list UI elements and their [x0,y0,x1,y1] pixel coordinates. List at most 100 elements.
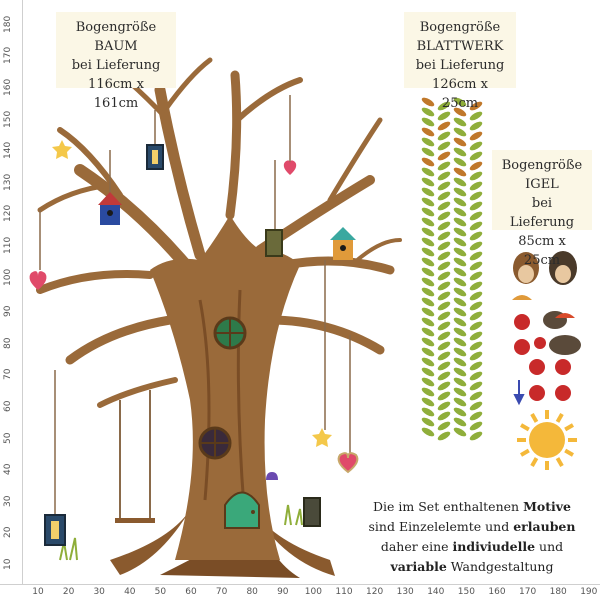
leaf-icon [421,117,435,127]
leaf-icon [453,277,467,287]
ruler-tick-label: 170 [519,587,537,597]
leaf-icon [437,361,451,371]
ruler-tick-label: 110 [335,587,353,597]
mushroom-icon [512,295,575,318]
leaf-icon [469,281,483,291]
leaf-icon [437,421,451,431]
card-size: 116cm x 161cm [88,77,144,111]
leaf-icon [437,221,451,231]
leaf-icon [421,317,435,327]
leaf-icon [469,231,483,241]
leaf-icon [421,407,435,417]
ruler-tick-label: 140 [427,587,445,597]
leaf-icon [421,127,435,137]
leaf-icon [453,257,467,267]
leaf-icon [437,171,451,181]
leaf-icon [437,161,451,171]
leaf-icon [453,347,467,357]
leaf-icon [469,101,483,111]
ruler-tick-label: 70 [215,587,228,597]
leaf-icon [469,171,483,181]
leaf-icon [469,401,483,411]
leaf-icon [453,197,467,207]
leaf-icon [421,247,435,257]
ruler-tick-label: 60 [185,587,197,597]
star-icon [52,140,332,447]
leaf-icon [421,167,435,177]
leaf-icon [453,137,467,147]
leaf-icon [453,177,467,187]
leaf-icon [469,121,483,131]
leaf-icon [469,131,483,141]
leaf-icon [469,201,483,211]
ruler-tick-label: 50 [154,587,167,597]
sun-ray [564,423,574,432]
motive-text: Die im Set enthaltenen [373,499,524,514]
ruler-tick-label: 130 [396,587,414,597]
leaf-icon [437,261,451,271]
leaf-icon [421,277,435,287]
leaf-icon [469,351,483,361]
leaf-icon [469,141,483,151]
card-line: bei Lieferung [415,58,505,73]
lantern-icon [303,497,321,527]
leaf-icon [453,117,467,127]
leaf-icon [453,397,467,407]
leaf-icon [453,287,467,297]
leaf-icon [437,391,451,401]
leaf-icon [437,211,451,221]
leaf-icon [453,387,467,397]
swing-icon [115,390,155,523]
leaf-icon [421,197,435,207]
leaf-icon [421,427,435,437]
leaf-icon [421,347,435,357]
leaf-icon [453,427,467,437]
ruler-tick-label: 100 [304,587,322,597]
leaf-icon [437,101,451,111]
leaf-icon [469,261,483,271]
leaf-icon [469,381,483,391]
leaf-icon [437,281,451,291]
ruler-tick-label: 80 [246,587,258,597]
leaf-icon [453,327,467,337]
leaf-icon [437,231,451,241]
card-name: BAUM [94,39,138,54]
leaf-icon [421,107,435,117]
window-dark-icon [198,426,232,460]
window-round-icon [213,316,247,350]
lantern-icon [146,144,164,170]
leaf-icon [453,127,467,137]
leaf-icon [421,177,435,187]
leaf-icon [453,107,467,117]
leaf-icon [437,411,451,421]
leaf-icon [421,387,435,397]
leaf-icon [437,331,451,341]
leaf-icon [437,121,451,131]
leaf-icon [437,401,451,411]
motive-text-bold: variable [390,559,447,574]
leaf-icon [469,291,483,301]
ruler-tick-label: 90 [277,587,289,597]
leaf-icon [469,411,483,421]
leaf-icon [469,191,483,201]
leaf-icon [421,237,435,247]
leaf-icon [469,311,483,321]
leaf-icon [421,97,435,107]
motive-text: sind Einzelelemte und [368,519,514,534]
leaf-icon [437,251,451,261]
leaf-icon [453,337,467,347]
sun-ray [564,448,574,457]
card-title: Bogengröße [419,20,501,35]
ruler-tick-label: 120 [366,587,384,597]
leaf-icon [437,111,451,121]
motive-description: Die im Set enthaltenen Motive sind Einze… [352,497,592,577]
motive-text: daher eine [380,539,453,554]
leaf-icon [469,421,483,431]
sun-icon [517,410,577,470]
leaf-icon [437,291,451,301]
leaf-icon [437,431,451,441]
leaf-icon [421,417,435,427]
leaf-icon [421,257,435,267]
